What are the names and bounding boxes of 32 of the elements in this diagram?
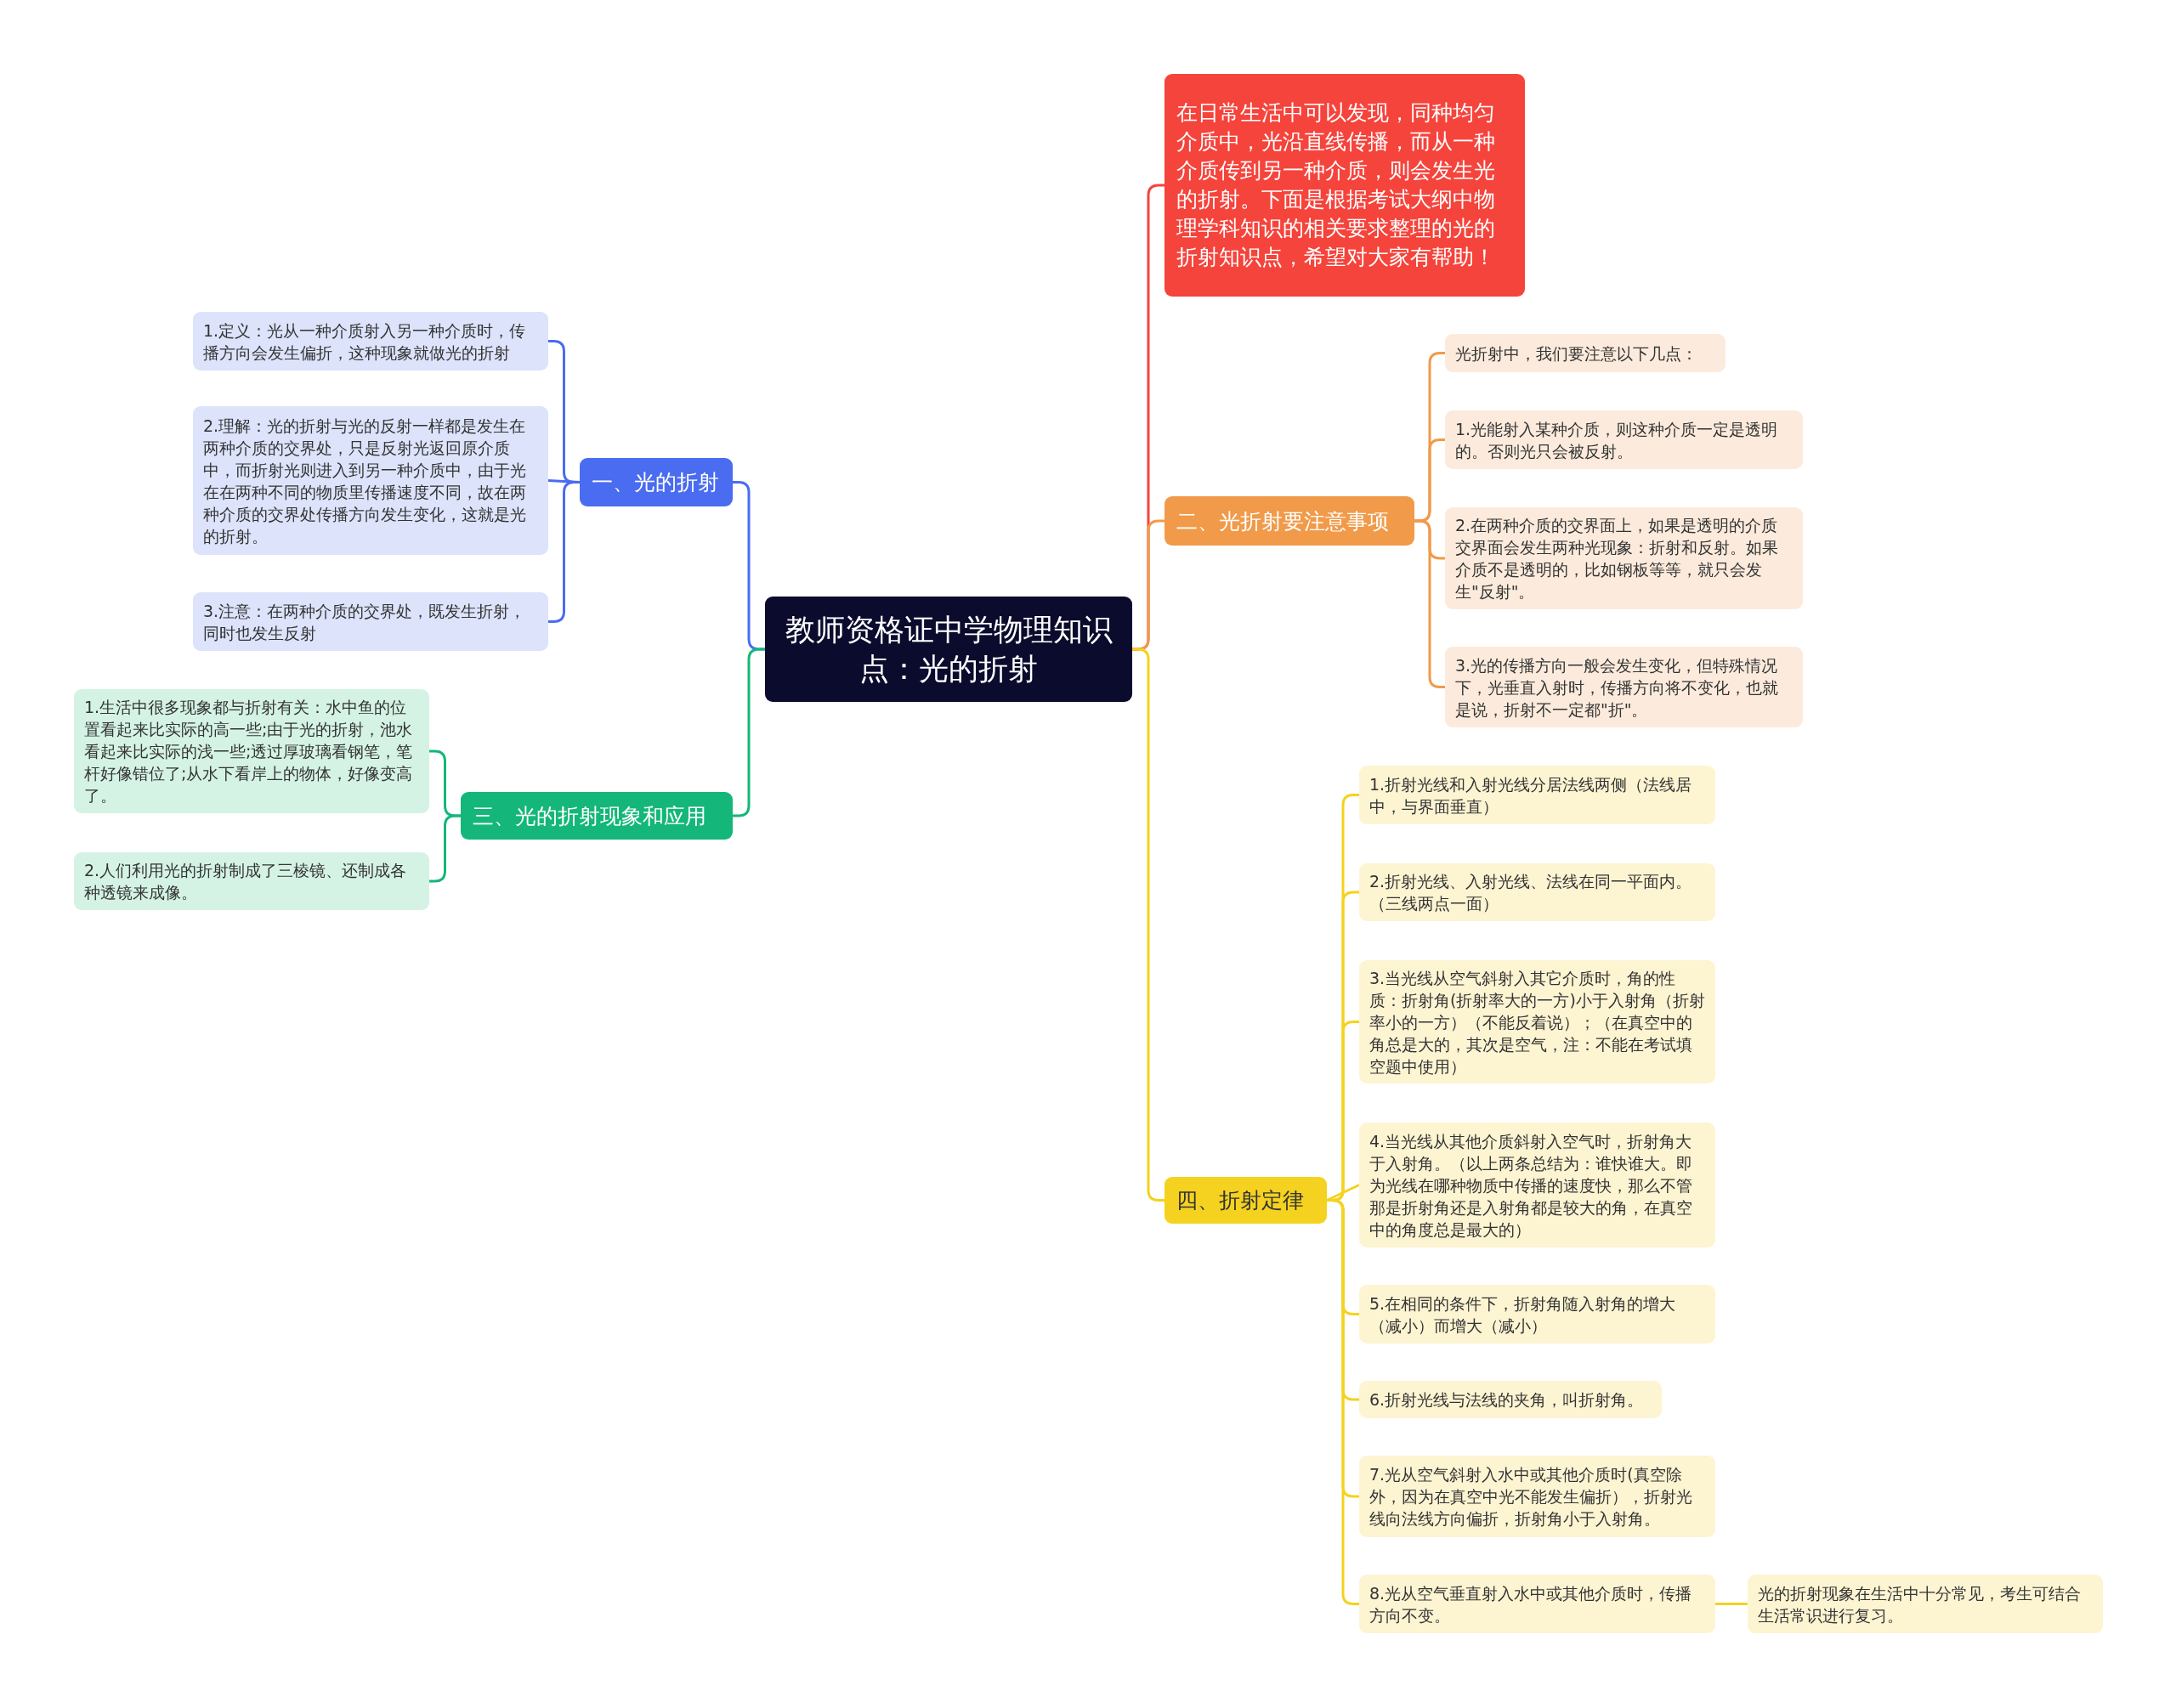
note-box: 2.折射光线、入射光线、法线在同一平面内。（三线两点一面）: [1359, 863, 1715, 921]
note-box: 1.折射光线和入射光线分居法线两侧（法线居中，与界面垂直）: [1359, 766, 1715, 824]
note-box: 2.在两种介质的交界面上，如果是透明的介质交界面会发生两种光现象：折射和反射。如果介质不是透明的，比如钢板等等，就只会发生"反射"。: [1445, 507, 1803, 609]
note-box: 1.生活中很多现象都与折射有关：水中鱼的位置看起来比实际的高一些;由于光的折射，池水看起来比实际的浅一些;透过厚玻璃看钢笔，笔杆好像错位了;从水下看岸上的物体，好像变高了。: [74, 689, 429, 813]
connector-line: [1132, 648, 1164, 1202]
note-box: 8.光从空气垂直射入水中或其他介质时，传播方向不变。: [1359, 1575, 1715, 1633]
connector-line: [1326, 1184, 1360, 1202]
branch-topic-box: 一、光的折射: [580, 458, 733, 506]
connector-line: [733, 648, 765, 817]
note-box: 光折射中，我们要注意以下几点：: [1445, 334, 1726, 372]
central-topic-box: 教师资格证中学物理知识点：光的折射: [765, 597, 1132, 702]
connector-line: [1327, 1199, 1359, 1605]
connector-line: [1715, 1603, 1748, 1605]
connector-line: [429, 814, 461, 883]
note-box: 3.注意：在两种介质的交界处，既发生折射，同时也发生反射: [193, 592, 548, 651]
branch-topic-box: 三、光的折射现象和应用: [461, 792, 733, 840]
note-box: 5.在相同的条件下，折射角随入射角的增大（减小）而增大（减小）: [1359, 1285, 1715, 1343]
note-box: 6.折射光线与法线的夹角，叫折射角。: [1359, 1381, 1662, 1418]
note-box: 1.定义：光从一种介质射入另一种介质时，传播方向会发生偏折，这种现象就做光的折射: [193, 312, 548, 370]
note-box: 光的折射现象在生活中十分常见，考生可结合生活常识进行复习。: [1748, 1575, 2103, 1633]
note-box: 7.光从空气斜射入水中或其他介质时(真空除外，因为在真空中光不能发生偏折），折射光线向法线方向偏折，折射角小于入射角。: [1359, 1456, 1715, 1537]
intro-box: 在日常生活中可以发现，同种均匀介质中，光沿直线传播，而从一种介质传到另一种介质，则会发生光的折射。下面是根据考试大纲中物理学科知识的相关要求整理的光的折射知识点，希望对大家有帮助！: [1164, 74, 1525, 297]
note-box: 3.光的传播方向一般会发生变化，但特殊情况下，光垂直入射时，传播方向将不变化，也就是说，折射不一定都"折"。: [1445, 647, 1803, 727]
note-box: 2.人们利用光的折射制成了三棱镜、还制成各种透镜来成像。: [74, 852, 429, 910]
branch-topic-box: 四、折射定律: [1164, 1177, 1327, 1224]
connector-line: [548, 481, 580, 623]
note-box: 2.理解：光的折射与光的反射一样都是发生在两种介质的交界处，只是反射光返回原介质中，而折射光则进入到另一种介质中，由于光在在两种不同的物质里传播速度不同，故在两种介质的交界处传播方向发生变化，这就是光的折射。: [193, 406, 548, 555]
connector-line: [1414, 519, 1445, 688]
note-box: 4.当光线从其他介质斜射入空气时，折射角大于入射角。（以上两条总结为：谁快谁大。即为光线在哪种物质中传播的速度快，那么不管那是折射角还是入射角都是较大的角，在真空中的角度总是最大的）: [1359, 1123, 1715, 1247]
branch-topic-box: 二、光折射要注意事项: [1164, 496, 1414, 546]
note-box: 3.当光线从空气斜射入其它介质时，角的性质：折射角(折射率大的一方)小于入射角（折射率小的一方）（不能反着说）；（在真空中的角总是大的，其次是空气，注：不能在考试填空题中使用）: [1359, 960, 1715, 1083]
note-box: 1.光能射入某种介质，则这种介质一定是透明的。否则光只会被反射。: [1445, 410, 1803, 469]
